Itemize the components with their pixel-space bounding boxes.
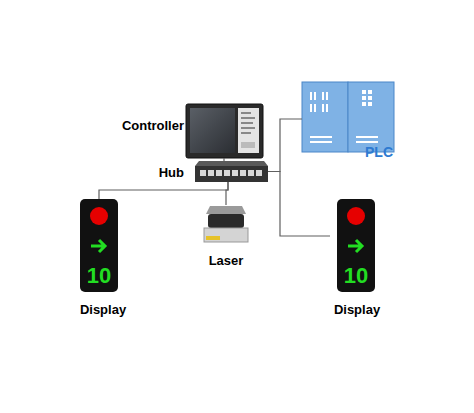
- plc-led: [368, 90, 372, 94]
- scanner-top: [206, 206, 246, 214]
- plc-vent: [310, 136, 332, 138]
- network-cable: [268, 119, 302, 172]
- plc-led: [368, 102, 372, 106]
- plc-led: [326, 104, 328, 112]
- plc-vent: [356, 141, 378, 143]
- panel-key: [241, 122, 253, 124]
- hub-port: [216, 170, 222, 176]
- traffic-display: [337, 199, 375, 292]
- scanner-base: [204, 228, 248, 242]
- hub-port: [232, 170, 238, 176]
- panel-key: [241, 117, 255, 119]
- scanner-window: [208, 214, 244, 228]
- controller-monitor: [186, 104, 263, 158]
- plc-led: [362, 96, 366, 100]
- device-node: Laser: [200, 205, 252, 268]
- device-node: Controller: [116, 104, 264, 158]
- traffic-display: [80, 199, 118, 292]
- device-label: Display: [330, 303, 384, 316]
- hub-port: [208, 170, 214, 176]
- device-label: Laser: [200, 254, 252, 267]
- plc-led: [314, 104, 316, 112]
- plc-vent: [310, 141, 332, 143]
- display-count: 10: [84, 265, 114, 287]
- plc-led: [362, 102, 366, 106]
- panel-key: [241, 132, 251, 134]
- plc-led: [326, 92, 328, 100]
- green-arrow: [91, 240, 105, 252]
- hub-port: [256, 170, 262, 176]
- plc-led: [310, 92, 312, 100]
- network-cable: [268, 172, 330, 237]
- plc-led: [314, 92, 316, 100]
- plc-led: [310, 104, 312, 112]
- green-arrow: [348, 240, 362, 252]
- hub-port: [200, 170, 206, 176]
- plc-rack: [302, 82, 394, 152]
- device-label: PLC: [362, 145, 396, 159]
- device-node: PLC: [302, 82, 396, 162]
- red-lamp: [90, 207, 108, 225]
- plc-led: [368, 96, 372, 100]
- hub-port: [224, 170, 230, 176]
- device-node: 10Display: [330, 199, 384, 319]
- red-lamp: [347, 207, 365, 225]
- hub-device: [195, 161, 268, 182]
- plc-module: [348, 82, 394, 152]
- network-cable: [226, 182, 228, 205]
- plc-led: [322, 92, 324, 100]
- panel-key: [241, 127, 255, 129]
- display-housing: [337, 199, 375, 292]
- network-cable: [223, 158, 224, 161]
- panel-key: [241, 142, 255, 148]
- hub-port: [248, 170, 254, 176]
- monitor-panel: [238, 108, 259, 153]
- scanner-stripe: [206, 236, 220, 240]
- display-housing: [80, 199, 118, 292]
- device-label: Display: [76, 303, 130, 316]
- device-node: 10Display: [76, 199, 130, 319]
- plc-led: [322, 104, 324, 112]
- monitor-frame: [186, 104, 263, 158]
- hub-top: [195, 161, 268, 166]
- device-label: Controller: [116, 119, 184, 132]
- monitor-screen: [190, 108, 235, 153]
- hub-ports: [200, 170, 262, 176]
- hub-front: [195, 166, 268, 182]
- device-label: Hub: [150, 166, 184, 179]
- plc-module: [302, 82, 348, 152]
- display-count: 10: [341, 265, 371, 287]
- hub-port: [240, 170, 246, 176]
- plc-led: [362, 90, 366, 94]
- plc-indicators: [310, 90, 378, 143]
- device-node: Hub: [150, 161, 268, 182]
- network-cable: [99, 182, 228, 199]
- laser-scanner: [204, 206, 248, 242]
- panel-key: [241, 112, 251, 114]
- plc-vent: [356, 136, 378, 138]
